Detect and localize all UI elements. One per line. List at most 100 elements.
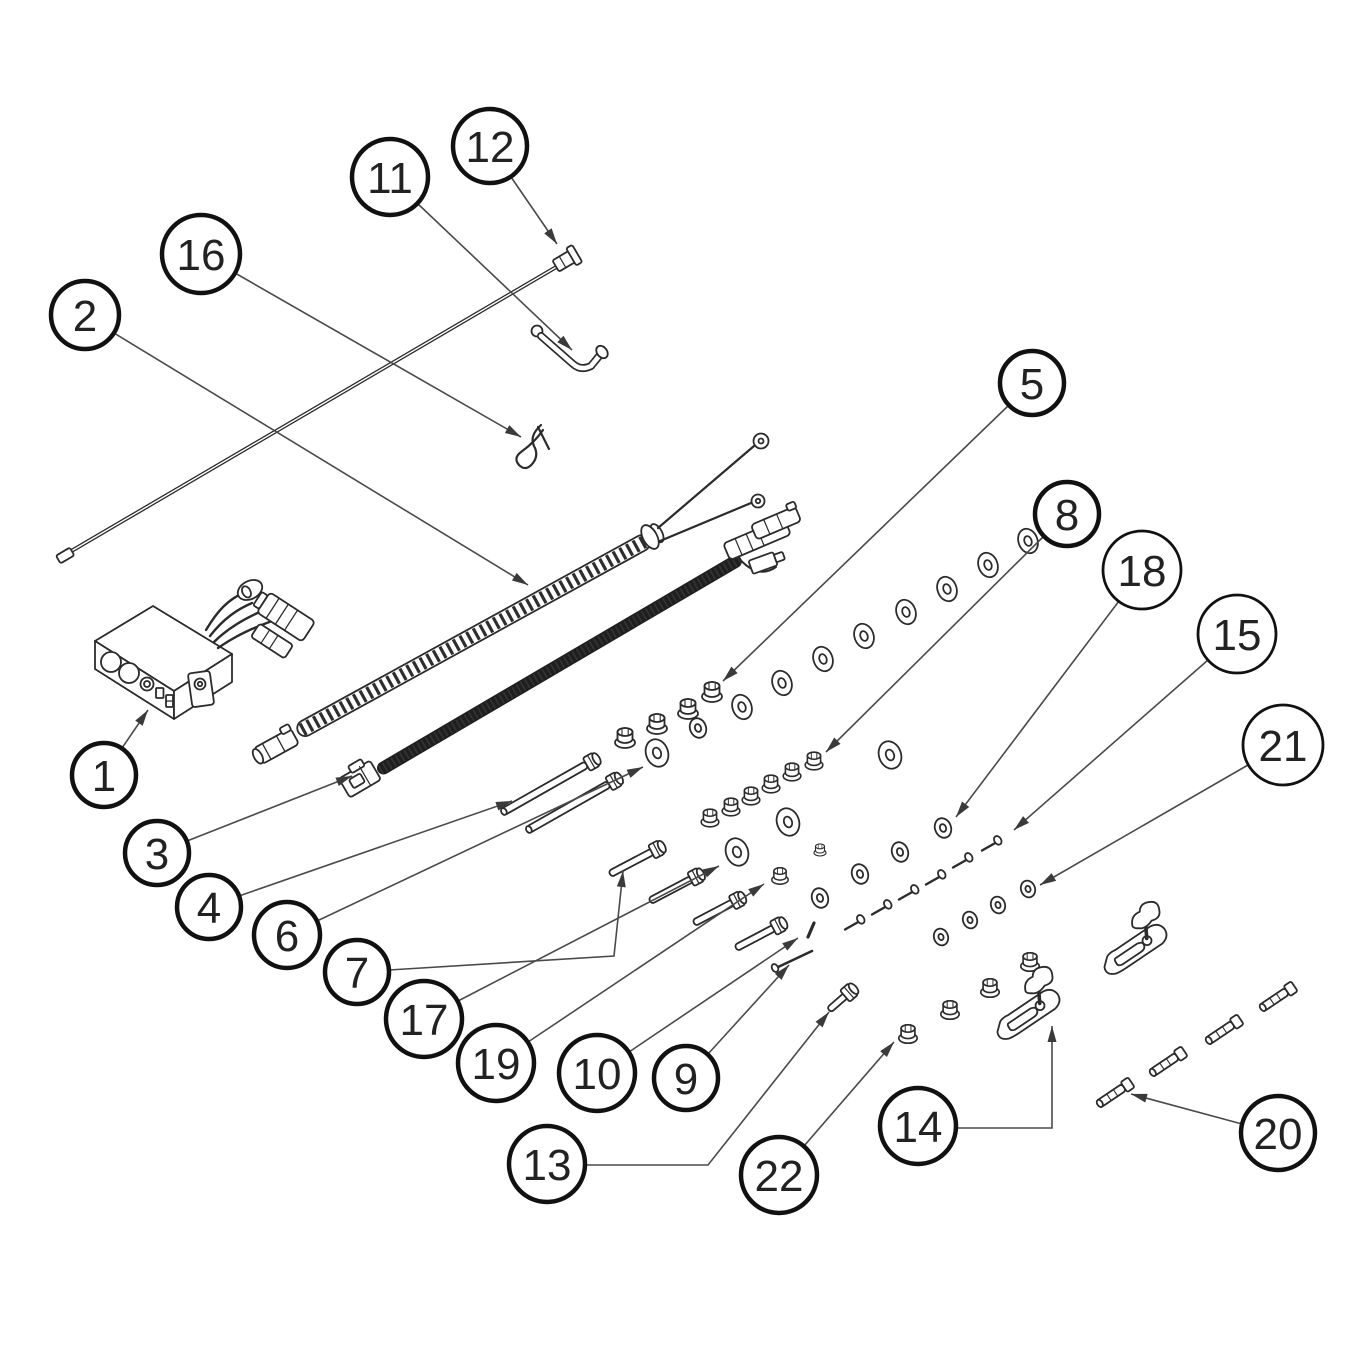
t-handle-latch — [977, 960, 1072, 1046]
leader-arrowhead — [826, 737, 841, 752]
connector-socket — [100, 651, 122, 673]
callout-number: 7 — [345, 949, 369, 998]
hex-bolt — [1202, 1013, 1245, 1048]
leader-line — [722, 404, 1010, 682]
callout-6: 6 — [251, 766, 644, 971]
leader-arrowhead — [1040, 873, 1057, 885]
latch-assemblies — [977, 895, 1179, 1046]
leader-arrowhead — [1131, 1093, 1148, 1103]
t-handle-latch — [1084, 895, 1179, 981]
leader-arrowhead — [544, 228, 557, 244]
washer-item-18 — [931, 814, 955, 842]
callout-number: 4 — [197, 884, 221, 933]
control-box — [94, 579, 315, 720]
locknut — [700, 808, 720, 828]
nut-item-19 — [771, 867, 789, 885]
callout-bubble-21 — [1241, 703, 1325, 787]
leader-arrowhead — [815, 1012, 829, 1028]
small-nut — [813, 843, 827, 857]
callout-20: 20 — [1130, 1093, 1318, 1173]
screw — [843, 912, 868, 931]
leader-arrowhead — [748, 884, 764, 897]
locknut-row — [700, 751, 824, 828]
cable-connector-cluster — [723, 500, 801, 575]
callout-17: 17 — [383, 865, 720, 1060]
washer — [767, 667, 797, 699]
leader-arrowhead — [782, 938, 798, 951]
callout-bubble-16 — [159, 212, 243, 296]
long-bolts — [500, 749, 627, 834]
callout-bubble-13 — [506, 1123, 588, 1205]
short-bolt — [827, 980, 862, 1013]
callout-bubble-10 — [556, 1032, 638, 1114]
leader-line — [825, 535, 1045, 753]
washer — [973, 549, 1003, 581]
washer-row-small — [930, 877, 1039, 949]
callout-bubble-5 — [997, 348, 1067, 418]
callout-number: 3 — [145, 830, 169, 879]
callout-21: 21 — [1039, 703, 1325, 886]
leader-line — [707, 964, 790, 1055]
callout-bubble-12 — [450, 106, 530, 186]
callout-number: 22 — [755, 1152, 804, 1201]
washer — [849, 620, 879, 652]
callout-10: 10 — [556, 937, 799, 1114]
leader-arrowhead — [702, 866, 719, 878]
callout-13: 13 — [506, 1011, 830, 1205]
leader-line — [1130, 1093, 1243, 1125]
washer — [873, 737, 907, 773]
screw-row — [843, 833, 1005, 931]
callout-3: 3 — [122, 775, 353, 888]
switch — [155, 687, 165, 699]
callout-bubble-17 — [383, 978, 465, 1060]
callout-bubble-20 — [1238, 1093, 1318, 1173]
leader-line — [113, 332, 529, 586]
locknut — [741, 786, 761, 806]
callout-number: 18 — [1118, 547, 1167, 596]
box-harness — [204, 579, 315, 659]
callout-15: 15 — [1013, 593, 1278, 831]
callout-bubble-1 — [69, 740, 139, 810]
short-bolt-row — [1093, 980, 1299, 1111]
callout-bubble-4 — [174, 872, 244, 942]
callout-bubble-19 — [455, 1022, 537, 1104]
flange-nut — [979, 977, 1001, 999]
callout-bubble-9 — [651, 1043, 721, 1113]
callout-number: 5 — [1020, 360, 1044, 409]
callout-number: 13 — [523, 1141, 572, 1190]
hairpin-cotter-pin — [515, 423, 551, 470]
washer-item-6 — [640, 735, 674, 771]
callout-number: 15 — [1213, 611, 1262, 660]
washer — [808, 884, 832, 912]
flange-nut — [677, 698, 699, 720]
washer — [848, 860, 872, 888]
callout-number: 2 — [73, 292, 97, 341]
callout-number: 11 — [367, 154, 413, 203]
leader-arrowhead — [511, 572, 528, 585]
ring-terminal-wires — [656, 432, 770, 543]
washer — [891, 596, 921, 628]
washer — [930, 925, 952, 949]
callout-number: 1 — [92, 752, 116, 801]
callout-number: 10 — [573, 1050, 622, 1099]
washer-item-17 — [720, 834, 754, 870]
callout-bubble-3 — [122, 818, 192, 888]
callout-bubble-7 — [322, 937, 392, 1007]
leader-line — [416, 202, 573, 351]
locknut — [782, 762, 802, 782]
washer — [932, 573, 962, 605]
hex-bolt — [1146, 1045, 1189, 1080]
callout-bubble-11 — [349, 136, 431, 218]
callout-number: 17 — [400, 996, 449, 1045]
callout-bubble-2 — [48, 278, 122, 352]
washer — [959, 908, 981, 932]
callout-bubble-15 — [1196, 593, 1278, 675]
callout-14: 14 — [877, 1026, 1057, 1167]
callout-number: 14 — [894, 1103, 943, 1152]
washer — [727, 691, 757, 723]
leader-arrowhead — [1047, 1026, 1057, 1042]
cable-plug-left — [251, 723, 299, 765]
callout-1: 1 — [69, 709, 149, 810]
callout-number: 16 — [177, 231, 226, 280]
